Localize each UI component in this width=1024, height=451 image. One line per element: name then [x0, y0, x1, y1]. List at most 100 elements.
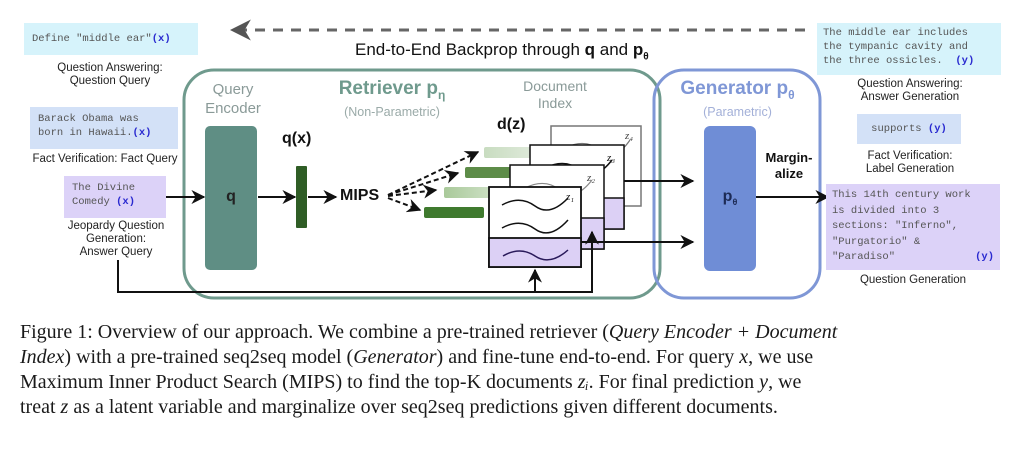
doc-vector-z1	[424, 207, 484, 218]
output-text-line: the three ossicles.	[823, 55, 943, 67]
input-text-line: The Divine	[72, 182, 136, 194]
query-encoder-label-line: Encoder	[205, 100, 261, 117]
caption-line: Fact Verification: Fact Query	[32, 153, 178, 165]
output-text-line: is divided into 3	[832, 204, 940, 217]
caption-line: Generation:	[85, 233, 147, 245]
caption-line: Label Generation	[865, 163, 955, 175]
caption-line: Answer Generation	[860, 91, 960, 103]
doc-label-z1: z₁	[565, 191, 574, 203]
caption-emphasis: Index	[20, 346, 65, 368]
output-text-line: The middle ear includes	[823, 27, 968, 39]
query-encoder-label: Query Encoder	[198, 80, 268, 118]
doc-label-z2: z₂	[586, 172, 595, 184]
caption-line: treat z as a latent variable and margina…	[20, 395, 1010, 420]
retriever-title: Retriever pη	[322, 78, 462, 102]
marginalize-label-line: Margin-	[765, 150, 813, 165]
marginalize-label: Margin- alize	[758, 150, 820, 182]
backprop-p-sub: θ	[643, 51, 649, 63]
generator-title-sub: θ	[788, 87, 795, 102]
retriever-title-sub: η	[437, 87, 446, 102]
caption-line: Maximum Inner Product Search (MIPS) to f…	[20, 370, 1010, 395]
output-question-generation: This 14th century work is divided into 3…	[826, 184, 1000, 270]
caption-text: Maximum Inner Product Search (MIPS) to f…	[20, 371, 578, 393]
backprop-and: and	[595, 40, 633, 59]
doc-label-z4: z₄	[624, 130, 633, 142]
retriever-title-text: Retriever p	[338, 78, 438, 99]
generator-subtitle: (Parametric)	[703, 105, 772, 119]
mips-retrieval-arrows	[387, 151, 480, 213]
dz-label: d(z)	[497, 116, 526, 133]
caption-emphasis: Generator	[353, 346, 437, 368]
query-block-label: q	[226, 188, 236, 205]
caption-line: Fact Verification:	[867, 150, 953, 162]
generator-block	[704, 126, 756, 271]
caption-line: Question Answering:	[57, 62, 163, 74]
caption-text: . For final prediction	[588, 371, 760, 393]
qx-label: q(x)	[282, 130, 312, 147]
doc-label-z3: z₃	[606, 152, 615, 164]
document-index-label-line: Index	[537, 95, 573, 111]
input-text-line: Comedy	[72, 196, 110, 208]
output-text-line: "Paradiso"	[832, 251, 896, 263]
caption-text: , we	[768, 371, 802, 393]
doc-vector-z4	[484, 147, 544, 158]
input-variable: (x)	[151, 33, 171, 45]
output-text-line: sections: "Inferno",	[832, 220, 959, 232]
backprop-label-text: End-to-End Backprop through	[355, 40, 585, 59]
retriever-container	[182, 68, 662, 300]
generator-block-label-text: p	[722, 188, 733, 205]
caption-text: ) and fine-tune end-to-end. For query	[436, 346, 740, 368]
caption-text: ) with a pre-trained seq2seq model (	[64, 346, 354, 368]
output-variable: (y)	[975, 251, 994, 263]
caption-text: treat	[20, 396, 61, 418]
caption-line: Jeopardy Question	[67, 220, 165, 232]
caption-text: , we use	[748, 346, 814, 368]
query-vector	[296, 166, 307, 228]
output-fact-caption: Fact Verification: Label Generation	[830, 150, 990, 176]
input-qa-query: Define "middle ear"(x)	[24, 23, 198, 55]
figure-caption: Figure 1: Overview of our approach. We c…	[20, 320, 1010, 420]
input-jeopardy-query: The Divine Comedy (x)	[64, 176, 166, 218]
input-qa-caption: Question Answering: Question Query	[20, 62, 200, 88]
input-text: Define "middle ear"	[32, 33, 152, 45]
input-fact-caption: Fact Verification: Fact Query	[14, 153, 196, 166]
caption-line: Question Answering:	[857, 78, 963, 90]
output-variable: (y)	[927, 123, 947, 135]
backprop-label: End-to-End Backprop through q and pθ	[355, 40, 649, 62]
generator-block-label-sub: θ	[732, 197, 738, 208]
input-text-line: Barack Obama was	[38, 113, 139, 125]
output-text-line: the tympanic cavity and	[823, 41, 968, 53]
mips-label: MIPS	[340, 187, 380, 204]
output-text: supports	[871, 123, 922, 135]
document-z1	[488, 186, 582, 268]
caption-text: Figure 1: Overview of our approach. We c…	[20, 321, 609, 343]
caption-emphasis: zᵢ	[577, 371, 589, 393]
output-text-line: "Purgatorio" &	[832, 235, 921, 248]
input-jeopardy-caption: Jeopardy Question Generation: Answer Que…	[56, 220, 176, 259]
caption-emphasis: z	[60, 396, 69, 418]
input-variable: (x)	[116, 196, 136, 208]
output-fact-label: supports (y)	[857, 114, 961, 144]
input-fact-query: Barack Obama was born in Hawaii.(x)	[30, 107, 178, 149]
caption-line: Index) with a pre-trained seq2seq model …	[20, 345, 1010, 370]
document-index-label: Document Index	[505, 78, 605, 112]
marginalize-label-line: alize	[774, 166, 804, 181]
caption-line: Question Generation	[859, 274, 967, 286]
caption-emphasis: Query Encoder + Document	[608, 321, 838, 343]
output-qa-caption: Question Answering: Answer Generation	[820, 78, 1000, 104]
input-variable: (x)	[132, 127, 152, 139]
rag-diagram: z₄ z₃ z₂ z₁	[117, 19, 830, 300]
caption-emphasis: y	[759, 371, 769, 393]
generator-title: Generator pθ	[665, 78, 810, 102]
generator-block-label: pθ	[704, 188, 756, 207]
input-to-docs-line	[117, 230, 599, 293]
input-text-line: born in Hawaii.	[38, 127, 133, 139]
query-encoder-label-line: Query	[212, 81, 254, 98]
output-qa-answer: The middle ear includes the tympanic cav…	[817, 23, 1001, 75]
output-text-line: This 14th century work	[832, 189, 971, 201]
query-encoder-block	[205, 126, 257, 270]
retriever-subtitle: (Non-Parametric)	[344, 105, 440, 119]
caption-line: Question Query	[69, 75, 151, 87]
generator-title-text: Generator p	[680, 78, 789, 99]
caption-emphasis: x	[739, 346, 749, 368]
